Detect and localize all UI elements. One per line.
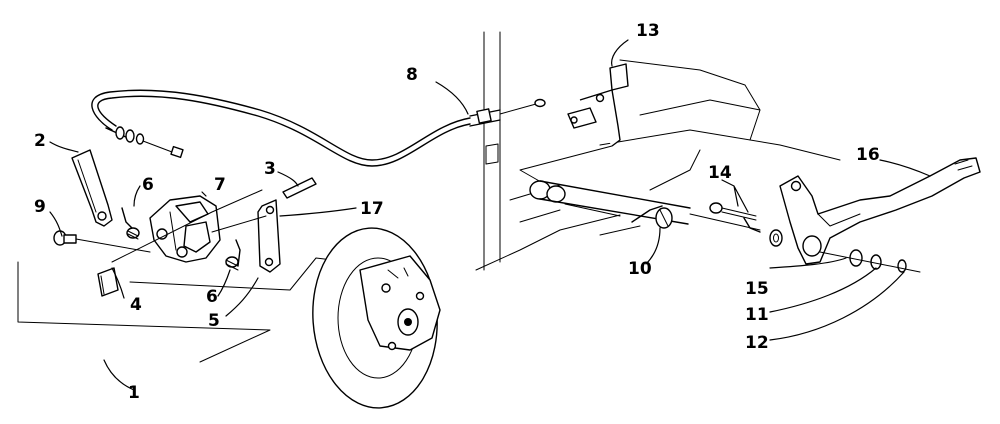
pivot-shaft: [529, 180, 761, 231]
leader-lines: [49, 39, 931, 391]
callout-6-left: 6: [142, 175, 154, 195]
callouts: 1 2 3 4 5 6 6 7 8 9 10 11 12 13 14 15 16…: [34, 21, 880, 403]
callout-7: 7: [214, 175, 226, 195]
callout-13: 13: [636, 21, 660, 41]
bolt-short: [709, 202, 761, 233]
callout-17: 17: [360, 199, 384, 219]
brake-pedal: [779, 157, 981, 265]
callout-10: 10: [628, 259, 652, 279]
callout-6-right: 6: [206, 287, 218, 307]
callout-11: 11: [745, 305, 769, 325]
brake-cable: [91, 89, 546, 167]
spring-clip: [631, 205, 673, 229]
callout-1: 1: [128, 383, 140, 403]
brake-pad: [97, 267, 119, 297]
pedal-bracket: [485, 63, 629, 187]
callout-3: 3: [264, 159, 276, 179]
callout-4: 4: [130, 295, 142, 315]
assembly-guide-lines: [17, 189, 421, 363]
caliper-bracket: [257, 199, 281, 273]
brake-lever: [71, 149, 113, 227]
washer-12: [819, 251, 921, 273]
spring-right: [225, 239, 241, 271]
caliper-body: [149, 195, 221, 263]
pin: [282, 177, 317, 199]
frame-outline: [475, 31, 841, 271]
callout-2: 2: [34, 131, 46, 151]
brake-disc: [312, 227, 441, 409]
callout-8: 8: [406, 65, 418, 85]
callout-15: 15: [745, 279, 769, 299]
callout-14: 14: [708, 163, 732, 183]
washer-15: [769, 229, 783, 247]
callout-16: 16: [856, 145, 880, 165]
spring-left: [121, 207, 140, 240]
callout-5: 5: [208, 311, 220, 331]
callout-12: 12: [745, 333, 769, 353]
callout-9: 9: [34, 197, 46, 217]
